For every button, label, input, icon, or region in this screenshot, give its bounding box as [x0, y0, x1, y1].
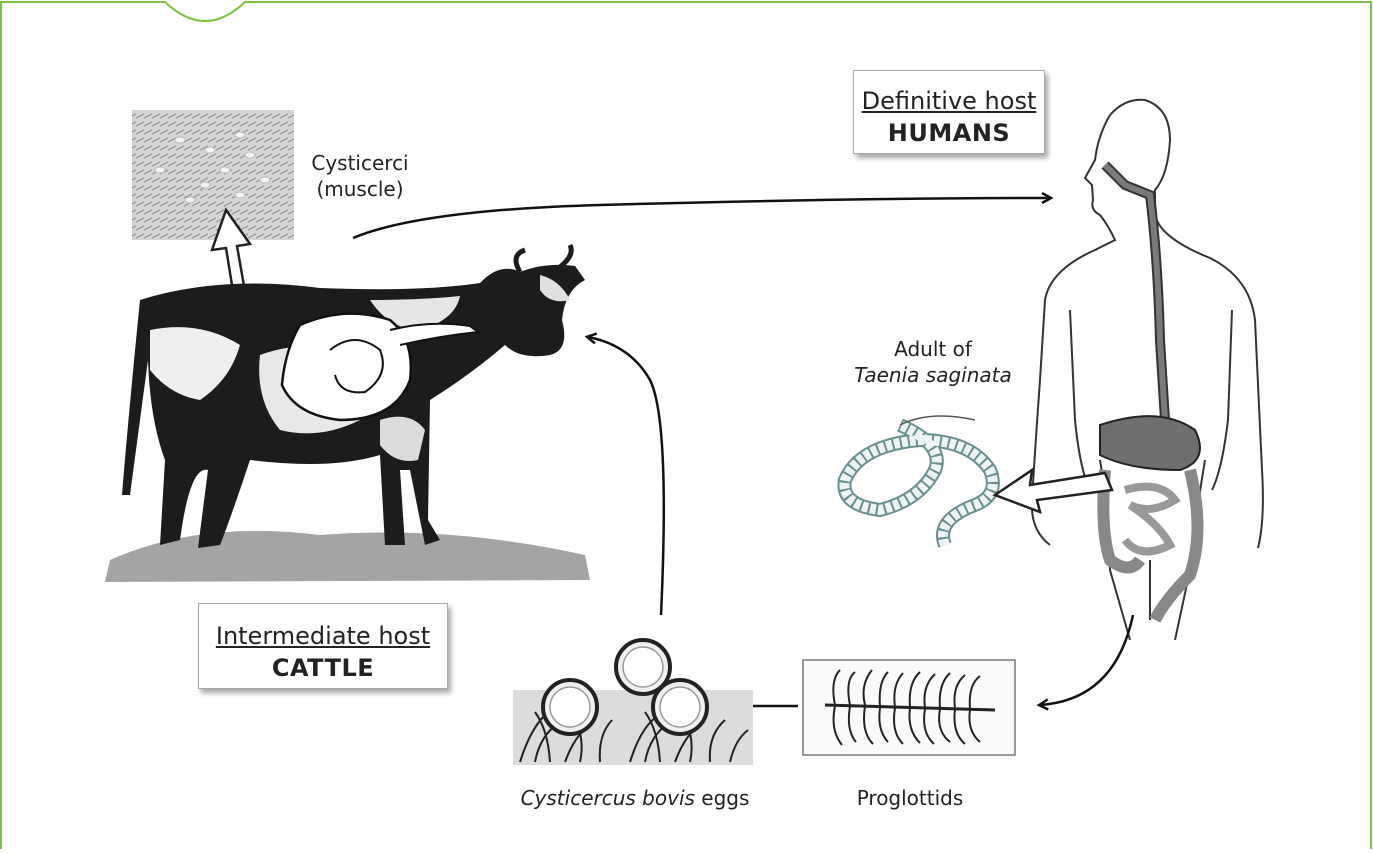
eggs-label-species: Cysticercus bovis [521, 786, 695, 810]
human-illustration [1032, 100, 1263, 640]
adult-label-line1: Adult of [894, 337, 972, 361]
intermediate-host-title: Intermediate host [199, 620, 447, 652]
arrow-human-to-proglottids [1040, 615, 1133, 705]
cysticerci-text: Cysticerci [311, 151, 408, 175]
adult-label-line2: Taenia saginata [854, 363, 1011, 387]
eggs-label: Cysticercus bovis eggs [480, 785, 790, 811]
proglottids-label: Proglottids [820, 785, 1000, 811]
adult-taenia-label: Adult of Taenia saginata [848, 336, 1018, 388]
arrow-eggs-to-cow [588, 337, 664, 615]
cysticerci-label: Cysticerci (muscle) [305, 150, 415, 202]
muscle-tissue-image [132, 110, 294, 240]
definitive-host-name: HUMANS [854, 117, 1044, 149]
egg-3 [653, 680, 707, 734]
proglottids-text: Proglottids [857, 786, 964, 810]
eggs-on-grass-image [513, 640, 753, 765]
cysticerci-subtext: (muscle) [316, 177, 403, 201]
eggs-label-rest: eggs [695, 786, 749, 810]
egg-1 [543, 680, 597, 734]
intermediate-host-name: CATTLE [199, 652, 447, 684]
definitive-host-box: Definitive host HUMANS [853, 70, 1045, 154]
worm-block-arrow [995, 470, 1112, 512]
cow-illustration [105, 245, 590, 582]
intermediate-host-box: Intermediate host CATTLE [198, 603, 448, 689]
proglottid-image [803, 660, 1015, 755]
adult-tapeworm [844, 416, 992, 545]
definitive-host-title: Definitive host [854, 85, 1044, 117]
digestive-tract [1100, 165, 1200, 620]
arrow-cow-to-human [353, 198, 1050, 238]
